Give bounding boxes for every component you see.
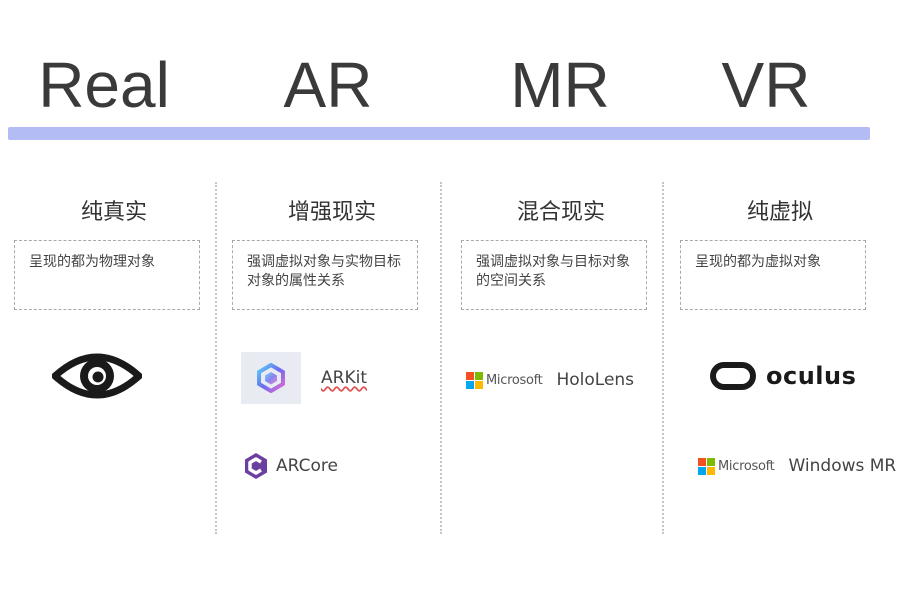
- description-box: 强调虚拟对象与目标对象的空间关系: [461, 240, 647, 310]
- brand-hololens: Microsoft HoloLens: [466, 370, 634, 390]
- column-divider: [440, 182, 442, 534]
- column-divider: [215, 182, 217, 534]
- header: Real AR MR VR: [0, 0, 900, 150]
- oculus-icon: [710, 362, 756, 390]
- arkit-icon: [241, 352, 301, 404]
- column-real: 纯真实 呈现的都为物理对象: [14, 190, 214, 540]
- title-vr: VR: [721, 49, 811, 121]
- arcore-icon: [244, 452, 268, 480]
- title-ar: AR: [283, 49, 373, 121]
- brand-arkit: ARKit: [241, 352, 367, 404]
- column-ar: 增强现实 强调虚拟对象与实物目标对象的属性关系 ARKit: [232, 190, 432, 540]
- description-box: 呈现的都为物理对象: [14, 240, 200, 310]
- title-mr: MR: [510, 49, 610, 121]
- description-text: 强调虚拟对象与实物目标对象的属性关系: [247, 254, 401, 289]
- brand-name: oculus: [766, 362, 857, 390]
- brand-name: ARKit: [321, 368, 367, 388]
- title-real: Real: [38, 49, 170, 121]
- description-box: 呈现的都为虚拟对象: [680, 240, 866, 310]
- vendor-name: Microsoft: [718, 458, 775, 474]
- column-title: 增强现实: [287, 200, 376, 225]
- description-text: 呈现的都为虚拟对象: [695, 254, 821, 270]
- brand-oculus: oculus: [710, 362, 856, 390]
- column-title: 纯虚拟: [746, 200, 813, 225]
- column-title: 混合现实: [516, 200, 605, 225]
- column-divider: [662, 182, 664, 534]
- microsoft-logo-icon: [698, 457, 715, 475]
- description-box: 强调虚拟对象与实物目标对象的属性关系: [232, 240, 418, 310]
- header-underline: [8, 127, 870, 140]
- description-text: 呈现的都为物理对象: [29, 254, 155, 270]
- brand-name: ARCore: [276, 456, 338, 476]
- eye-icon: [51, 346, 143, 410]
- microsoft-logo-icon: [466, 371, 483, 389]
- brand-name: Windows MR: [788, 456, 897, 476]
- brand-arcore: ARCore: [244, 452, 338, 480]
- brand-name: HoloLens: [556, 370, 635, 390]
- description-text: 强调虚拟对象与目标对象的空间关系: [476, 254, 630, 289]
- column-vr: 纯虚拟 呈现的都为虚拟对象 oculus Microsoft Windows M…: [680, 190, 896, 540]
- column-title: 纯真实: [80, 200, 147, 225]
- vendor-name: Microsoft: [486, 372, 543, 388]
- brand-windows-mr: Microsoft Windows MR: [698, 456, 896, 476]
- column-mr: 混合现实 强调虚拟对象与目标对象的空间关系 Microsoft HoloLens: [461, 190, 661, 540]
